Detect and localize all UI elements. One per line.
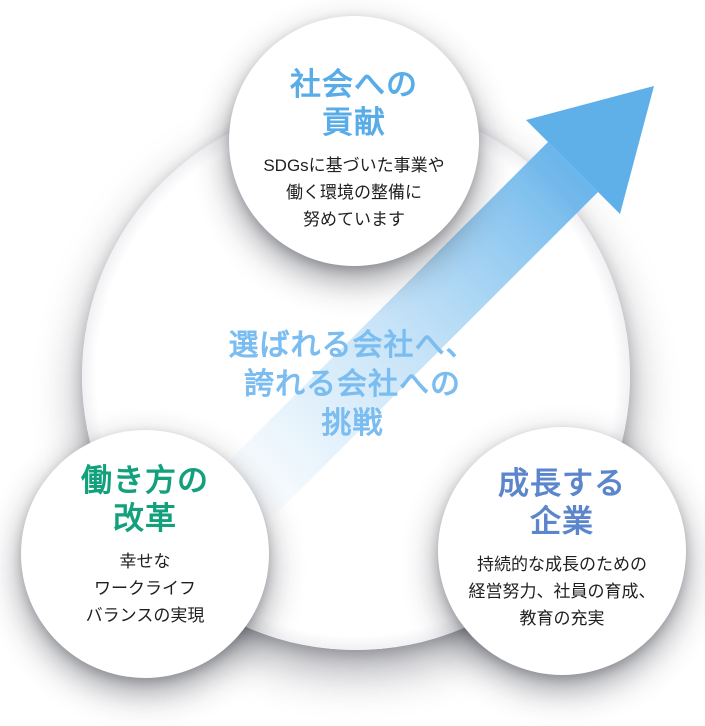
arrow-shaft-icon [215,142,598,525]
node-growing-company: 成長する 企業 持続的な成長のための 経営努力、社員の育成、 教育の充実 [438,427,686,675]
node-title: 成長する 企業 [438,465,686,541]
node-title-line: 働き方の [81,463,209,498]
node-body-line: 努めています [303,210,405,229]
node-title-line: 成長する [498,466,626,501]
node-title: 社会への 貢献 [229,66,479,142]
center-message-line: 選ばれる会社へ、 [228,329,477,362]
node-body-line: 働く環境の整備に [286,183,422,202]
node-workstyle-reform: 働き方の 改革 幸せな ワークライフ バランスの実現 [21,430,269,678]
node-body-line: SDGsに基づいた事業や [263,156,445,175]
node-body: 幸せな ワークライフ バランスの実現 [21,548,269,629]
node-title-line: 社会への [290,67,418,102]
node-title-line: 企業 [530,504,594,539]
node-body: SDGsに基づいた事業や 働く環境の整備に 努めています [229,152,479,233]
node-body-line: 経営努力、社員の育成、 [468,582,656,601]
node-body-line: バランスの実現 [85,606,205,625]
node-social-contribution: 社会への 貢献 SDGsに基づいた事業や 働く環境の整備に 努めています [229,16,479,266]
node-title-line: 改革 [113,501,177,536]
node-title-line: 貢献 [322,105,386,140]
node-body-line: 持続的な成長のための [477,555,647,574]
arrow-head-icon [526,86,654,214]
node-body-line: 教育の充実 [519,609,605,628]
node-body: 持続的な成長のための 経営努力、社員の育成、 教育の充実 [438,551,686,632]
center-message: 選ばれる会社へ、 誇れる会社への 挑戦 [0,326,705,443]
node-title: 働き方の 改革 [21,462,269,538]
node-body-line: ワークライフ [94,579,196,598]
center-message-line: 誇れる会社への [244,368,461,401]
node-body-line: 幸せな [119,552,171,571]
center-message-line: 挑戦 [321,407,384,440]
